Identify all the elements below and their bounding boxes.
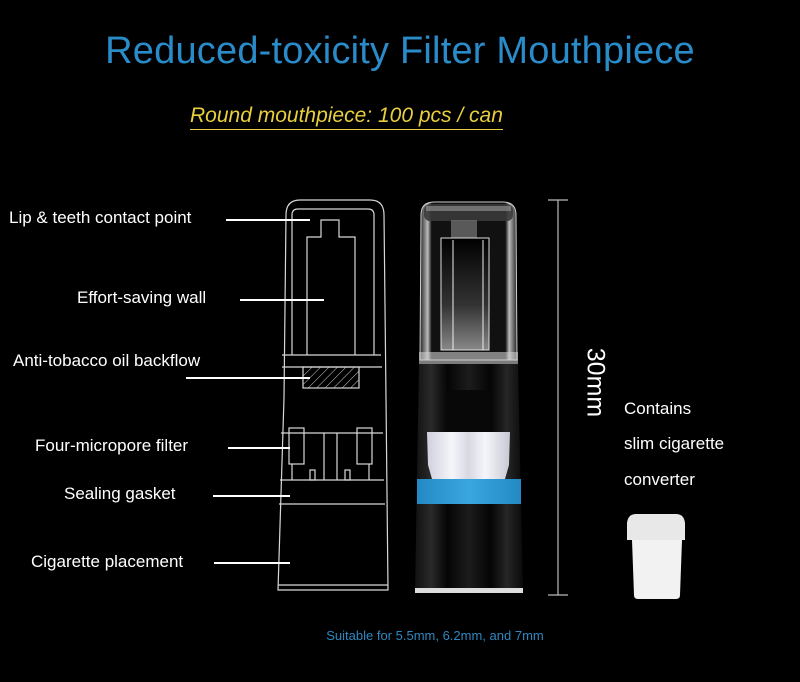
subtitle: Round mouthpiece: 100 pcs / can [190,104,503,130]
leader-line [214,562,290,564]
leader-line [226,219,310,221]
leader-line [213,495,290,497]
mouthpiece-render [415,201,523,593]
page-title: Reduced-toxicity Filter Mouthpiece [105,30,695,72]
compatibility-note: Suitable for 5.5mm, 6.2mm, and 7mm [326,628,544,643]
leader-line [240,299,324,301]
callout-lip-teeth-contact: Lip & teeth contact point [9,208,192,227]
callout-sealing-gasket: Sealing gasket [64,484,176,503]
converter-line-3: converter [624,470,695,489]
leader-line [186,377,310,379]
schematic [277,199,389,591]
callout-anti-oil-backflow: Anti-tobacco oil backflow [13,351,201,370]
converter-line-2: slim cigarette [624,434,725,453]
callout-effort-saving-wall: Effort-saving wall [77,288,207,307]
dimension-line [548,199,568,596]
converter-render [627,514,685,599]
callout-cigarette-placement: Cigarette placement [31,552,184,571]
dimension-label: 30mm [581,347,610,418]
converter-line-1: Contains [624,399,692,418]
leader-line [228,447,290,449]
callout-four-micropore-filter: Four-micropore filter [35,436,189,455]
